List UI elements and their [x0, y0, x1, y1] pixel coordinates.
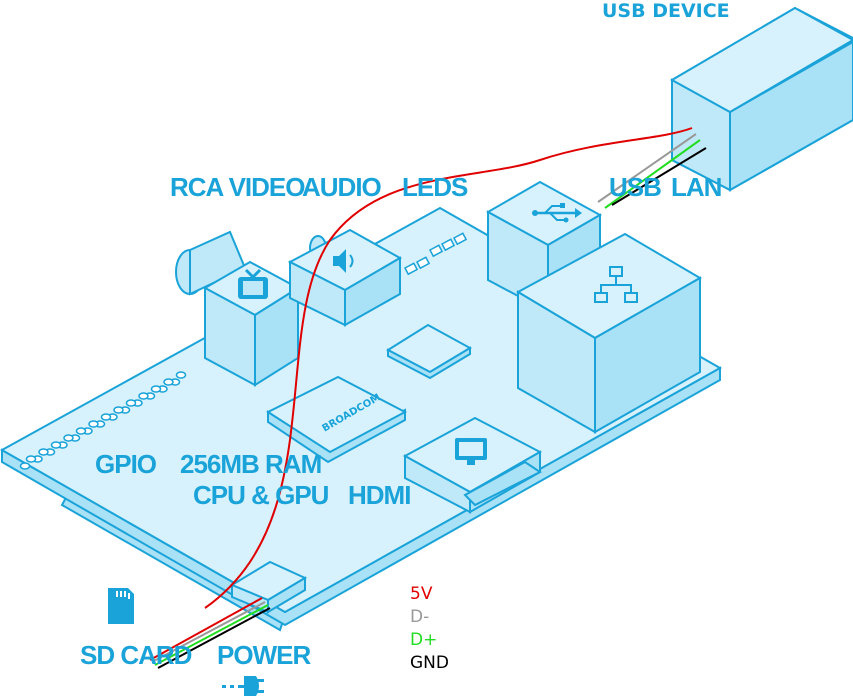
gpio-pin: [100, 413, 112, 421]
legend-item: D-: [410, 607, 429, 627]
ram-label-line2: CPU & GPU: [193, 480, 329, 510]
lan-port: [515, 232, 702, 434]
gpio-pin: [25, 455, 37, 463]
usb-wires: [597, 133, 707, 209]
usb-label: USB: [609, 172, 661, 202]
rca-video-label: RCA VIDEO: [170, 172, 305, 202]
usb-device-box: [669, 6, 853, 192]
gpio-pin: [38, 448, 49, 456]
usb-icon: [532, 203, 582, 223]
leds: [403, 232, 468, 276]
wire-legend: 5V D- D+ GND: [410, 584, 449, 673]
power-plug-icon: [222, 676, 264, 696]
red-5v-wire: [204, 127, 693, 609]
legend-item: D+: [410, 630, 437, 650]
gpio-pin: [88, 420, 99, 428]
monitor-icon: [455, 438, 487, 465]
audio-connector: [287, 228, 403, 327]
hdmi-label: HDMI: [348, 480, 410, 510]
led: [415, 256, 431, 270]
sd-card-icon: [108, 588, 134, 624]
gpio-pin: [125, 399, 137, 407]
lan-label: LAN: [671, 172, 722, 202]
legend-item: 5V: [410, 584, 433, 604]
led: [440, 238, 456, 252]
gpio-pin: [50, 441, 62, 449]
led: [452, 232, 468, 246]
small-chip: [385, 323, 473, 380]
rca-video-connector: [175, 230, 300, 387]
led: [428, 244, 444, 258]
gpio-pin: [75, 427, 87, 435]
power-connector: [229, 560, 308, 614]
gpio-pin: [150, 385, 162, 393]
hdmi-connector: [402, 416, 543, 514]
gpio-label: GPIO: [95, 449, 157, 479]
sd-card-label: SD CARD: [80, 640, 192, 670]
gpio-pin: [163, 378, 174, 386]
gpio-pin: [138, 392, 149, 400]
audio-label: AUDIO: [302, 172, 382, 202]
led: [403, 262, 419, 276]
network-icon: [594, 266, 638, 303]
legend-item: GND: [410, 653, 449, 673]
gpio-pin: [175, 371, 187, 379]
power-wires: [149, 597, 271, 669]
gpio-pin: [113, 406, 124, 414]
gpio-pin: [19, 462, 31, 470]
gpio-header: [19, 371, 187, 470]
usb-device-label: USB DEVICE: [602, 0, 730, 22]
power-label: POWER: [217, 640, 311, 670]
broadcom-soc: BROADCOM: [265, 375, 408, 464]
gpio-pin: [63, 434, 74, 442]
speaker-icon: [333, 249, 354, 273]
leds-label: LEDS: [402, 172, 468, 202]
ram-label-line1: 256MB RAM: [180, 449, 321, 479]
